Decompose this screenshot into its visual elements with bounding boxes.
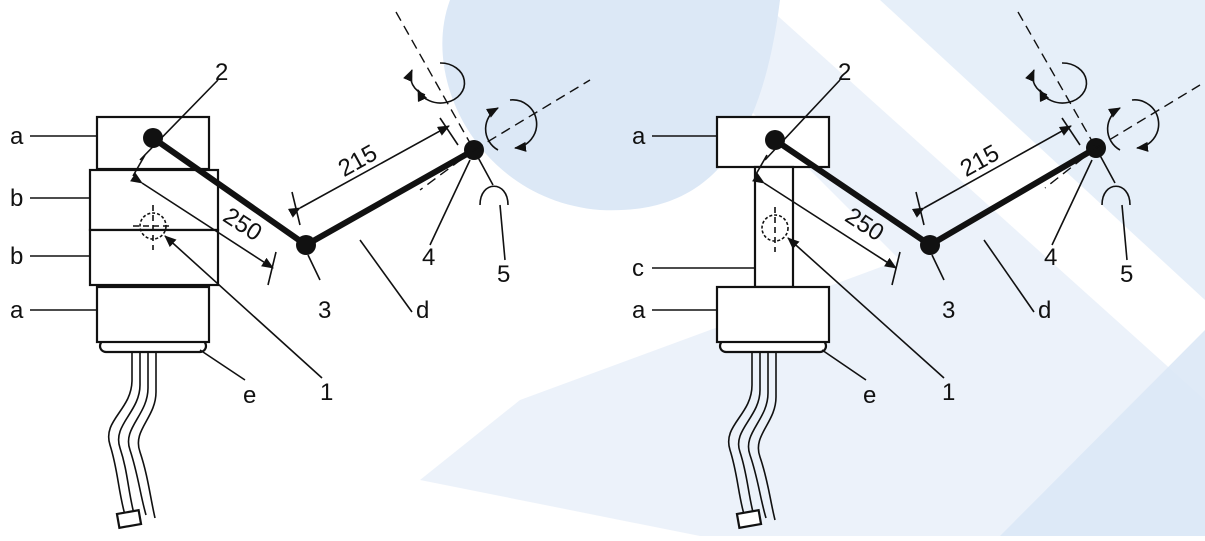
label-a-top: a	[632, 123, 646, 150]
joint-2	[765, 130, 785, 150]
label-d: d	[1038, 297, 1051, 324]
label-b-lower: b	[10, 243, 23, 270]
rotation-arrow-horizontal-icon	[484, 99, 538, 152]
label-a-bottom: a	[10, 297, 24, 324]
dimension-forearm: 215	[334, 140, 382, 183]
left-figure: 250 215 a b b a 2 3 d 4 5 e 1	[10, 11, 591, 530]
label-3: 3	[318, 297, 331, 324]
right-figure: 250 215 a c a 2 3 d 4 5 e 1	[632, 11, 1201, 530]
label-a-top: a	[10, 123, 24, 150]
label-1: 1	[942, 379, 955, 406]
label-e: e	[243, 382, 256, 409]
block-a-bottom	[95, 285, 211, 344]
label-a-bottom: a	[632, 297, 646, 324]
label-1: 1	[320, 379, 333, 406]
label-5: 5	[1120, 261, 1133, 288]
block-b-lower	[88, 228, 220, 287]
rotation-arrow-vertical-icon	[1025, 62, 1088, 104]
block-a-bottom	[715, 285, 831, 344]
gripper	[1095, 147, 1131, 206]
label-2: 2	[838, 59, 851, 86]
joint-3	[920, 235, 940, 255]
cable-bundle	[727, 350, 777, 530]
joint-2	[143, 128, 163, 148]
block-b-upper	[88, 168, 220, 232]
label-4: 4	[1044, 244, 1057, 271]
label-d: d	[416, 297, 429, 324]
rotation-arrow-horizontal-icon	[1106, 99, 1160, 152]
forearm-link	[303, 147, 477, 248]
watermark	[420, 0, 1205, 536]
cable-bundle	[107, 345, 157, 530]
label-c: c	[632, 255, 644, 282]
label-b-upper: b	[10, 185, 23, 212]
label-2: 2	[215, 59, 228, 86]
rotation-arrow-vertical-icon	[403, 62, 466, 104]
gripper	[473, 149, 509, 206]
joint-3	[296, 235, 316, 255]
dimension-forearm: 215	[956, 140, 1004, 183]
label-e: e	[863, 382, 876, 409]
label-4: 4	[422, 244, 435, 271]
label-5: 5	[497, 261, 510, 288]
label-3: 3	[942, 297, 955, 324]
